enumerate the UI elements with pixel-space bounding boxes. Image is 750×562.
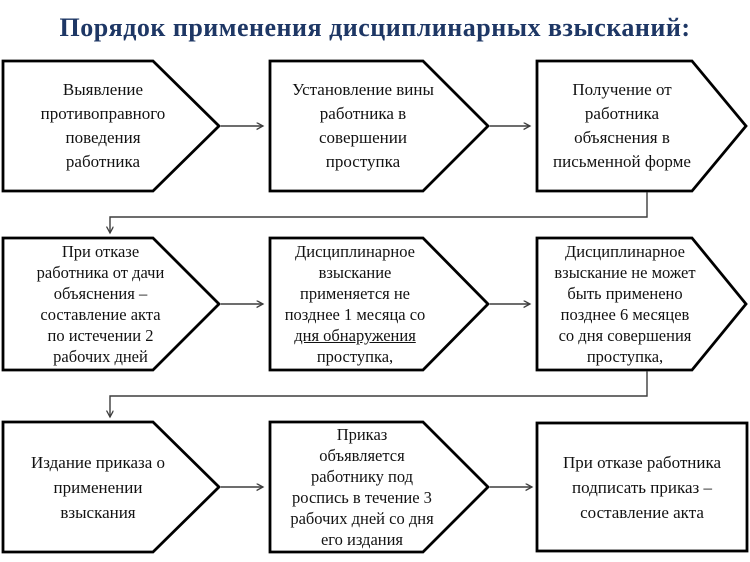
step-line: рабочих дней со дня (290, 509, 434, 528)
step-7-box: Издание приказа о применении взыскания (3, 422, 193, 552)
connector-step6-step7 (110, 371, 648, 417)
step-line: работника (584, 104, 660, 123)
step-line: взыскания (60, 502, 136, 522)
step-line: взыскание не может (554, 263, 696, 282)
step-line: применяется не (299, 284, 411, 303)
step-line: объявляется (319, 446, 405, 465)
step-line: Получение от (572, 80, 672, 99)
step-5-box: Дисциплинарное взыскание применяется не поз… (255, 238, 455, 370)
step-line: позднее 1 месяца со (284, 305, 426, 324)
step-line: применении (53, 477, 143, 497)
step-line: проступка, (316, 347, 394, 366)
step-line: объяснения в (574, 128, 670, 147)
step-line: работника от дачи (36, 263, 165, 282)
step-line: составление акта (580, 502, 704, 522)
step-line: Выявление (62, 80, 144, 99)
step-1-shape (1, 59, 221, 193)
step-line: рабочих дней (53, 347, 148, 366)
step-line: проступка (325, 152, 401, 171)
step-8-box: Приказ объявляется работнику под роспись в … (262, 422, 462, 552)
step-line: его издания (320, 530, 404, 549)
step-line: взыскание (318, 263, 392, 282)
step-line: проступка, (586, 347, 664, 366)
step-line: объяснения – (53, 284, 148, 303)
step-line: работника в (319, 104, 407, 123)
step-line: позднее 6 месяцев (560, 305, 690, 324)
step-line: Приказ (336, 425, 388, 444)
step-line: подписать приказ – (572, 477, 712, 497)
step-7-shape (1, 420, 221, 554)
step-4-box: При отказе работника от дачи объяснения – с… (3, 238, 198, 370)
step-6-box: Дисциплинарное взыскание не может быть при… (525, 238, 725, 370)
step-line: быть применено (567, 284, 683, 303)
step-line: противоправного (40, 104, 166, 123)
step-line: со дня совершения (558, 326, 692, 345)
step-line: При отказе работника (562, 452, 722, 472)
step-line: Дисциплинарное (295, 242, 415, 261)
step-line: Издание приказа о (30, 452, 166, 472)
step-6-shape (535, 236, 748, 372)
step-9-box: При отказе работника подписать приказ – со… (537, 423, 747, 551)
step-line: Дисциплинарное (565, 242, 685, 261)
step-1-box: Выявление противоправного поведения работни… (3, 61, 203, 191)
step-line: роспись в течение 3 (292, 488, 432, 507)
step-2-box: Установление вины работника в совершении пр… (263, 61, 463, 191)
step-line: составление акта (40, 305, 161, 324)
step-line: дня обнаружения (294, 326, 416, 345)
page-title: Порядок применения дисциплинарных взыска… (59, 13, 691, 42)
step-line: письменной форме (553, 152, 691, 171)
step-3-shape (535, 59, 748, 193)
step-8-shape (268, 420, 490, 554)
step-5-shape (268, 236, 490, 372)
step-line: работнику под (310, 467, 414, 486)
step-line: работника (65, 152, 141, 171)
step-line: Установление вины (292, 80, 434, 99)
step-line: по истечении 2 (47, 326, 154, 345)
step-3-box: Получение от работника объяснения в письмен… (522, 61, 722, 191)
step-line: При отказе (61, 242, 140, 261)
connector-step3-step4 (110, 192, 648, 233)
step-4-shape (1, 236, 221, 372)
step-line: поведения (65, 128, 141, 147)
step-2-shape (268, 59, 490, 193)
step-9-shape (535, 421, 749, 553)
step-line: совершении (319, 128, 407, 147)
